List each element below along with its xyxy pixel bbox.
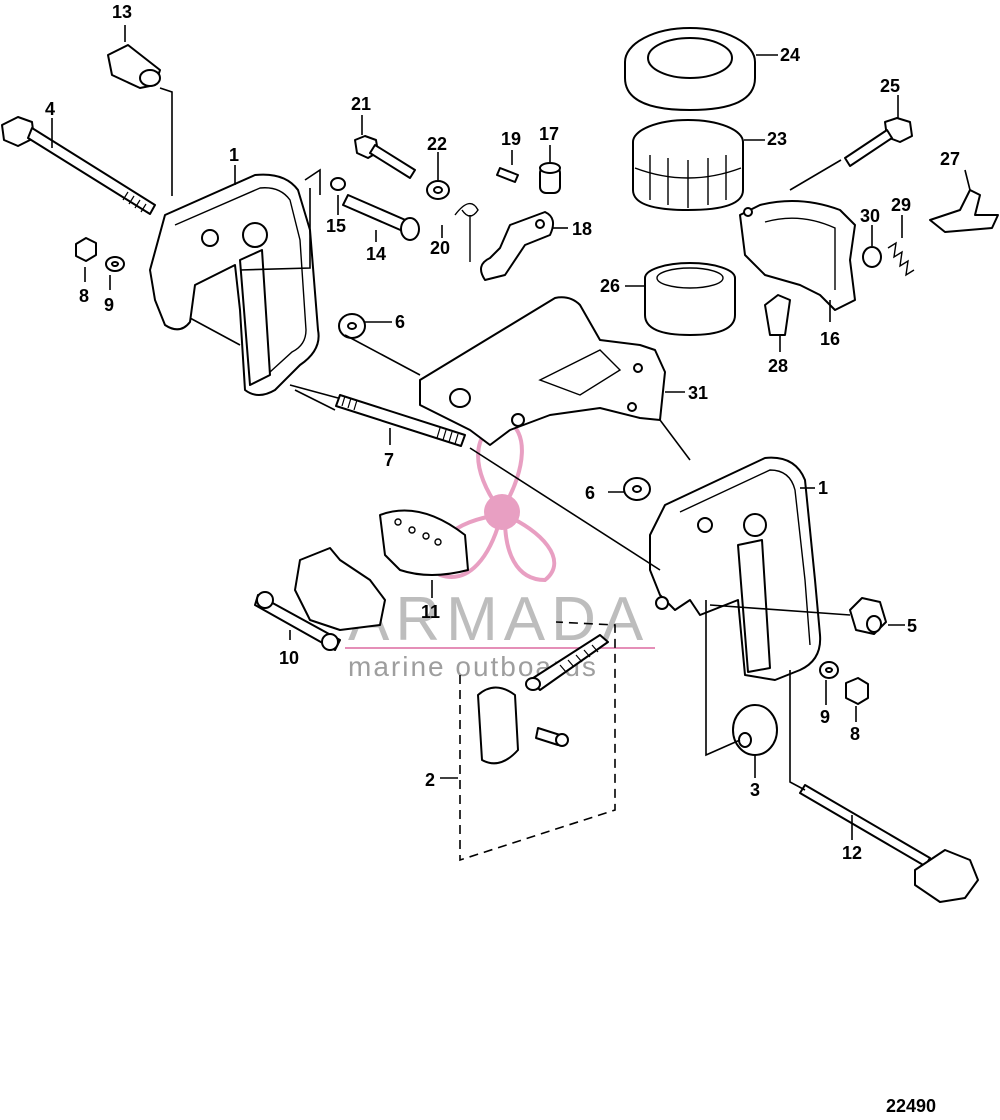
callout-14: 14 — [366, 244, 386, 264]
part-12-rod — [799, 784, 979, 903]
callout-6-lower: 6 — [585, 483, 595, 503]
callout-16: 16 — [820, 329, 840, 349]
part-31-swivel-bracket — [419, 296, 666, 446]
part-4-long-bolt — [1, 116, 156, 215]
callout-22: 22 — [427, 134, 447, 154]
diagram-number: 22490 — [886, 1096, 936, 1116]
part-6-washer-lower — [623, 477, 651, 501]
part-19-pin — [496, 167, 519, 183]
callout-9-right: 9 — [820, 707, 830, 727]
callout-4: 4 — [45, 99, 55, 119]
callout-23: 23 — [767, 129, 787, 149]
callout-25: 25 — [880, 76, 900, 96]
callout-10: 10 — [279, 648, 299, 668]
callout-29: 29 — [891, 195, 911, 215]
part-15-o-ring — [330, 177, 346, 191]
callout-27: 27 — [940, 149, 960, 169]
part-11-bushing-half — [379, 509, 469, 576]
callout-30: 30 — [860, 206, 880, 226]
part-8-nut-right — [845, 677, 869, 705]
part-10-tilt-lock — [254, 547, 386, 651]
callout-8-left: 8 — [79, 286, 89, 306]
part-5-nut — [849, 597, 887, 635]
part-28-pad — [764, 294, 791, 336]
callout-1-left: 1 — [229, 145, 239, 165]
part-13-cap — [107, 44, 161, 89]
part-23-bushing — [632, 119, 744, 211]
callout-18: 18 — [572, 219, 592, 239]
part-6-washer-upper — [338, 313, 366, 339]
part-1-clamp-bracket-left — [149, 173, 320, 396]
callout-20: 20 — [430, 238, 450, 258]
callout-2: 2 — [425, 770, 435, 790]
part-25-bolt — [844, 117, 913, 167]
callout-28: 28 — [768, 356, 788, 376]
part-14-pin — [342, 194, 420, 241]
part-21-bolt — [354, 135, 416, 179]
part-9-washer-left — [105, 256, 125, 272]
callout-8-right: 8 — [850, 724, 860, 744]
part-20-spring — [454, 202, 479, 262]
callout-9-left: 9 — [104, 295, 114, 315]
part-17-sleeve — [539, 162, 561, 194]
callout-17: 17 — [539, 124, 559, 144]
callout-7: 7 — [384, 450, 394, 470]
callout-labels: 13 4 1 8 9 21 22 19 17 18 15 14 20 24 23… — [45, 2, 960, 863]
part-29-spring — [887, 241, 915, 277]
part-18-lever — [480, 211, 555, 281]
part-1-clamp-bracket-right — [649, 456, 822, 681]
part-8-nut-left — [75, 237, 97, 262]
callout-24: 24 — [780, 45, 800, 65]
part-9-washer-right — [819, 661, 839, 679]
part-2-screw-kit — [459, 621, 616, 862]
callout-21: 21 — [351, 94, 371, 114]
callout-19: 19 — [501, 129, 521, 149]
callout-1-right: 1 — [818, 478, 828, 498]
callout-6-upper: 6 — [395, 312, 405, 332]
part-16-bracket — [739, 200, 856, 311]
callout-31: 31 — [688, 383, 708, 403]
callout-12: 12 — [842, 843, 862, 863]
part-27-knob — [929, 189, 999, 233]
callout-3: 3 — [750, 780, 760, 800]
callout-13: 13 — [112, 2, 132, 22]
part-26-bushing — [644, 262, 736, 336]
callout-5: 5 — [907, 616, 917, 636]
callout-15: 15 — [326, 216, 346, 236]
callout-26: 26 — [600, 276, 620, 296]
callout-11: 11 — [421, 602, 440, 622]
leader-lines — [51, 25, 971, 840]
part-22-washer — [426, 180, 450, 200]
part-24-ring — [624, 27, 756, 111]
part-30-washer — [862, 246, 882, 268]
part-7-threaded-rod — [335, 394, 466, 447]
part-3-bumper — [732, 704, 778, 756]
